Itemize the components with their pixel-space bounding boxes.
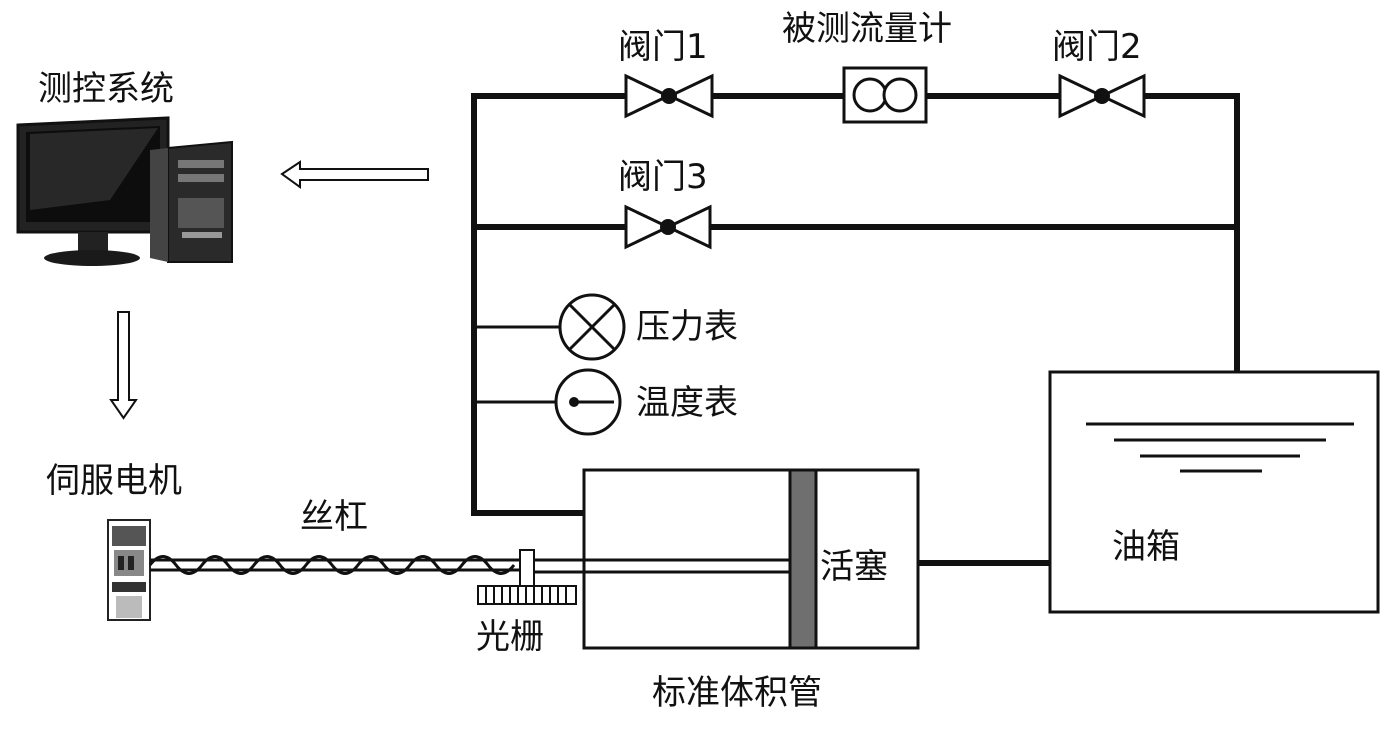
temperature-gauge-label: 温度表 [636, 383, 738, 423]
control-system-label: 测控系统 [38, 69, 174, 109]
flowmeter-icon [842, 66, 928, 124]
oil-tank-label: 油箱 [1112, 527, 1180, 567]
lead-screw [148, 555, 520, 575]
standard-volume-tube [534, 468, 920, 650]
grating-icon [477, 549, 577, 605]
temperature-gauge-icon [554, 368, 622, 436]
lead-screw-label: 丝杠 [300, 497, 368, 537]
signal-arrow-left [280, 160, 429, 189]
standard-volume-tube-label: 标准体积管 [652, 673, 822, 713]
oil-tank [1048, 370, 1380, 614]
valve3-label: 阀门3 [618, 157, 708, 197]
piston [788, 468, 818, 650]
control-arrow-down [109, 311, 138, 420]
valve2-label: 阀门2 [1052, 27, 1142, 67]
pressure-gauge-label: 压力表 [636, 307, 738, 347]
valve1-label: 阀门1 [618, 27, 708, 67]
grating-label: 光栅 [476, 617, 544, 657]
servo-motor-icon [107, 519, 151, 621]
valve2-icon [1058, 73, 1146, 119]
pressure-gauge-icon [558, 293, 626, 361]
flowmeter-label: 被测流量计 [782, 9, 952, 49]
servo-motor-label: 伺服电机 [46, 461, 182, 501]
pipe-network [471, 93, 1240, 516]
valve3-icon [624, 204, 712, 250]
valve1-icon [624, 73, 714, 119]
computer-icon [16, 116, 233, 266]
piston-label: 活塞 [820, 547, 888, 587]
